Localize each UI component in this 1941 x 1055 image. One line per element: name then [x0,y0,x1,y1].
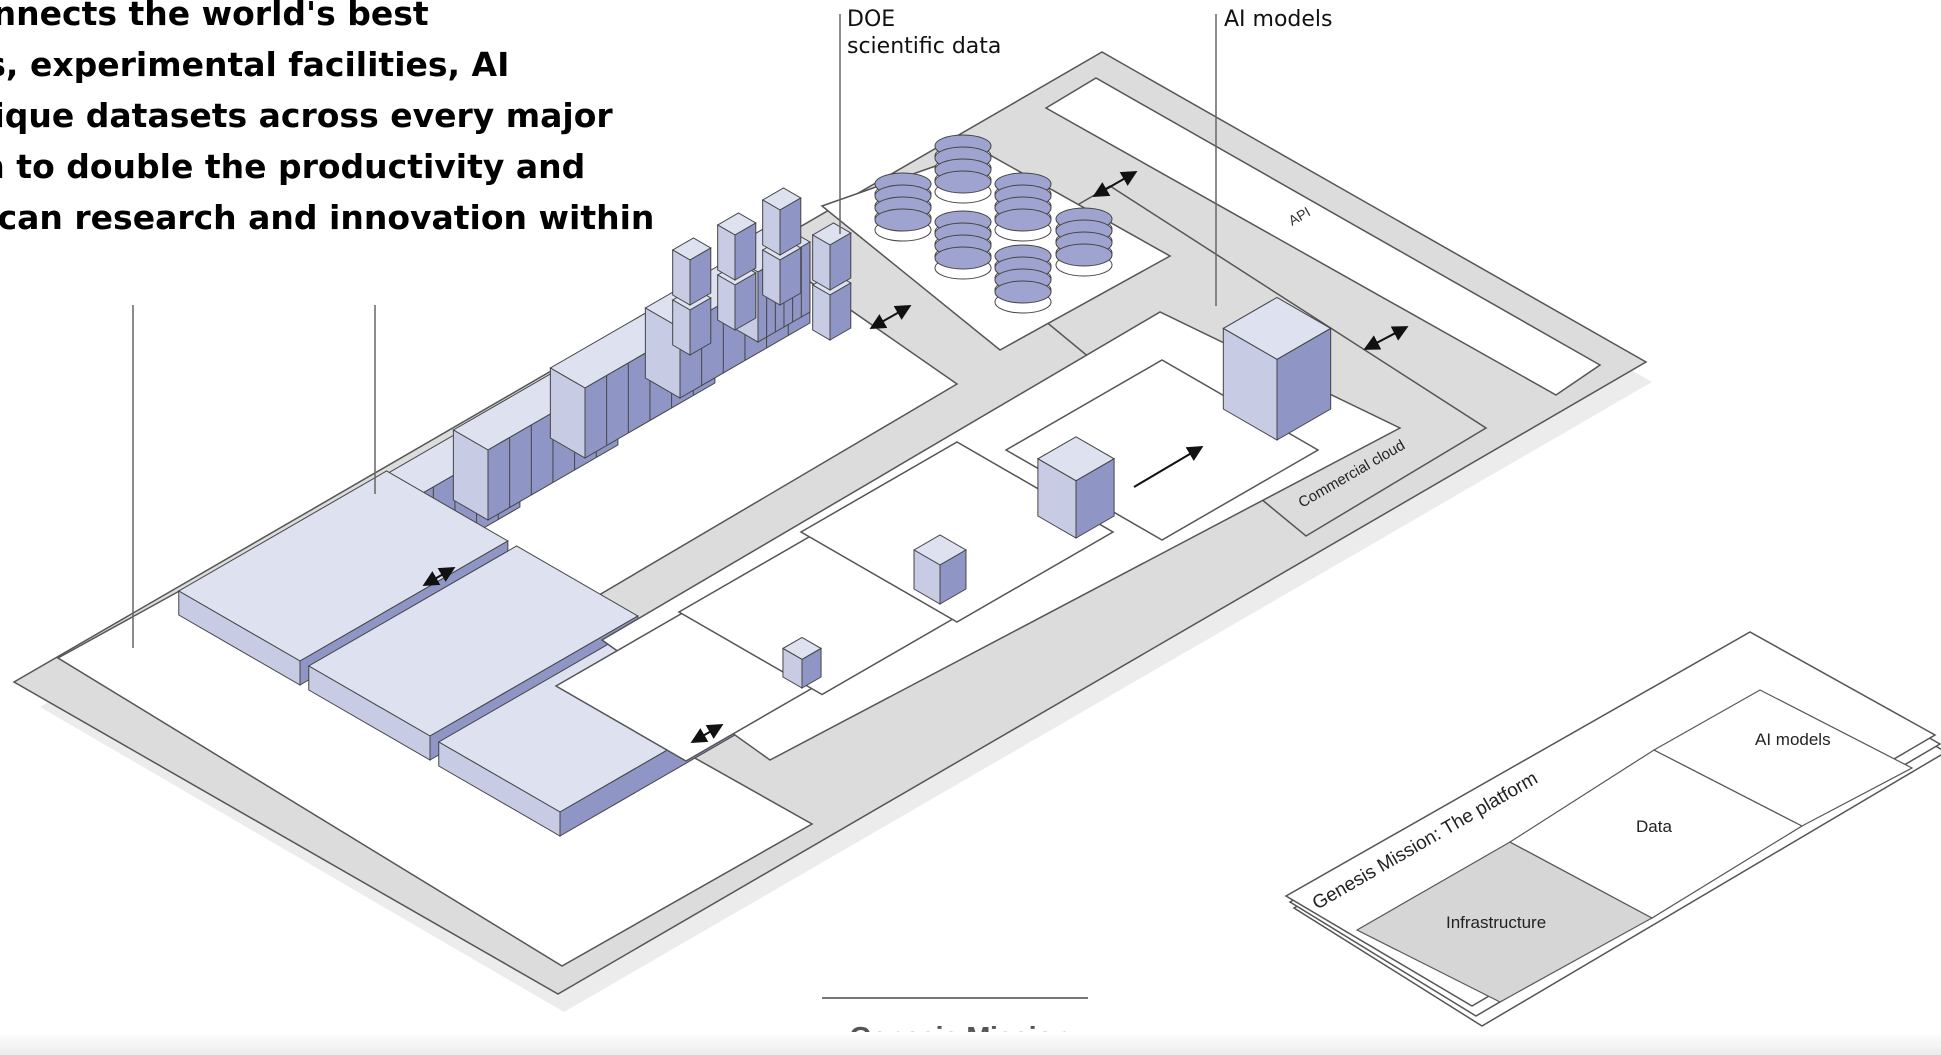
supercomputer-rack-side [762,249,781,306]
supercomputer-rack [761,187,802,256]
double-arrow-icon [1092,170,1138,198]
intro-text: onnects the world's best rs, experimenta… [0,0,690,243]
doe-data-callout: DOE scientific data [847,6,1001,60]
supercomputer-rack-side [717,274,736,331]
api-panel [1044,77,1602,396]
double-arrow-icon [422,567,456,586]
intro-line: nique datasets across every major [0,96,613,135]
supercomputer-group [354,187,852,583]
legend-label-data: Data [1636,817,1672,836]
supercomputer-rack-front [734,272,757,331]
supercomputer-rack [716,212,757,281]
database-icon [934,134,992,204]
supercomputer-rack-side [672,249,691,306]
model-tiles [554,296,1332,762]
model-cube-icon-front [801,647,822,689]
platform-legend: Genesis Mission: The platform AI models … [1284,631,1941,1027]
model-cube-icon [1036,436,1116,539]
model-tile [799,441,1115,623]
intro-line: onnects the world's best [0,0,429,33]
database-icon [934,210,992,280]
database-disk [1055,243,1113,267]
database-icon [874,172,932,242]
model-cube-icon [1222,296,1332,441]
model-cube-icon [781,636,823,689]
model-cube-icon-front [1075,457,1115,539]
supercomputer-rack-front [689,247,712,306]
legend-label-ai-models: AI models [1755,730,1831,749]
bottom-fade [0,1032,1941,1055]
double-arrow-icon [1363,326,1409,350]
arrow-group [422,170,1409,743]
model-cube-icon-front [1276,327,1332,441]
doe-data-callout-line: scientific data [847,34,1002,59]
ai-models-callout: AI models [1224,7,1333,32]
supercomputer-rack-front [829,282,852,341]
database-disk [994,280,1052,304]
legend-label-infrastructure: Infrastructure [1446,913,1546,932]
footer-rule [822,997,1088,999]
supercomputer-rack-side [812,234,831,291]
database-icon [994,172,1052,242]
supercomputer-rack-side [762,199,781,256]
model-cube-icon-front [939,549,967,605]
supercomputer-rack-front [689,297,712,356]
supercomputer-rack-side [672,299,691,356]
model-cube-icon [913,534,967,605]
supercomputer-rack [811,222,852,291]
supercomputer-rack [671,237,712,306]
intro-line: in to double the productivity and [0,147,586,186]
arrow-icon [1133,445,1204,488]
supercomputer-rack-front [779,247,802,306]
database-disk [934,170,992,194]
database-disk [874,208,932,232]
supercomputer-rack-front [829,232,852,291]
database-icon [994,244,1052,314]
double-arrow-icon [869,305,912,329]
database-disk [934,246,992,270]
supercomputer-rack-front [779,197,802,256]
intro-line: rican research and innovation within [0,198,655,237]
database-group [874,134,1113,314]
legend-layer-ai-models [1652,689,1914,827]
database-disk [994,208,1052,232]
supercomputer-rack-side [812,284,831,341]
doe-data-callout-line: DOE [847,7,896,32]
double-arrow-icon [690,724,724,743]
supercomputer-rack-side [717,224,736,281]
database-icon [1055,207,1113,277]
intro-line: rs, experimental facilities, AI [0,45,510,84]
supercomputer-rack-front [734,222,757,281]
